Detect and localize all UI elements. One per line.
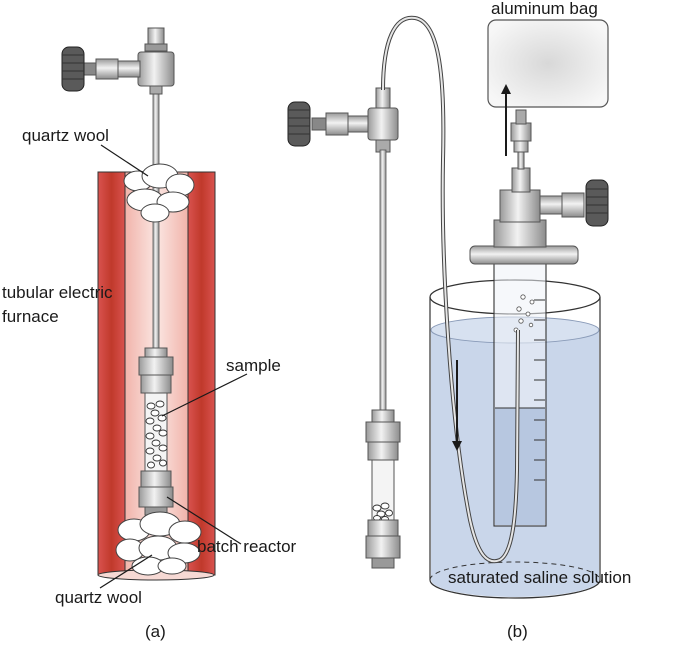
batch-reactor <box>138 347 174 516</box>
label-quartz-wool-top: quartz wool <box>22 126 109 145</box>
leader-quartz-wool-bottom <box>99 554 153 589</box>
aluminum-bag <box>487 19 609 156</box>
furnace-wall-left <box>97 171 126 576</box>
caption-b: (b) <box>507 622 528 641</box>
leader-sample <box>161 373 248 417</box>
leader-quartz-wool-top <box>100 144 149 177</box>
furnace-wall-right <box>187 171 216 576</box>
reactor-tube-b <box>379 149 387 413</box>
valve-b-right <box>493 109 609 248</box>
panel-b: aluminum bag saturated saline solution (… <box>287 0 631 641</box>
label-aluminum-bag: aluminum bag <box>491 0 598 18</box>
valve-knob-icon <box>61 46 85 92</box>
arrow-head-up-icon <box>501 84 511 94</box>
panel-a: quartz wool tubular electric furnace sam… <box>2 27 297 641</box>
valve-knob-icon <box>287 101 311 147</box>
valve-knob-icon <box>585 179 609 227</box>
graduation-marks <box>534 299 545 481</box>
sample-pellets <box>145 400 168 469</box>
caption-a: (a) <box>145 622 166 641</box>
label-saline-solution: saturated saline solution <box>448 568 631 587</box>
sample-pellets-b <box>372 502 393 522</box>
label-batch-reactor: batch reactor <box>197 537 297 556</box>
quartz-wool-bottom <box>115 511 202 576</box>
graduated-cylinder <box>493 261 547 527</box>
leader-batch-reactor <box>166 496 242 545</box>
label-quartz-wool-bottom: quartz wool <box>55 588 142 607</box>
flexible-tubing-inner <box>382 16 519 563</box>
valve-b-left <box>287 87 399 153</box>
quartz-wool-top <box>123 163 195 223</box>
label-furnace-line2: furnace <box>2 307 59 326</box>
arrow-head-down-icon <box>452 441 462 451</box>
label-sample: sample <box>226 356 281 375</box>
cylinder-flange <box>469 245 579 265</box>
batch-reactor-b <box>365 409 401 569</box>
label-furnace-line1: tubular electric <box>2 283 113 302</box>
valve-a <box>61 27 175 95</box>
